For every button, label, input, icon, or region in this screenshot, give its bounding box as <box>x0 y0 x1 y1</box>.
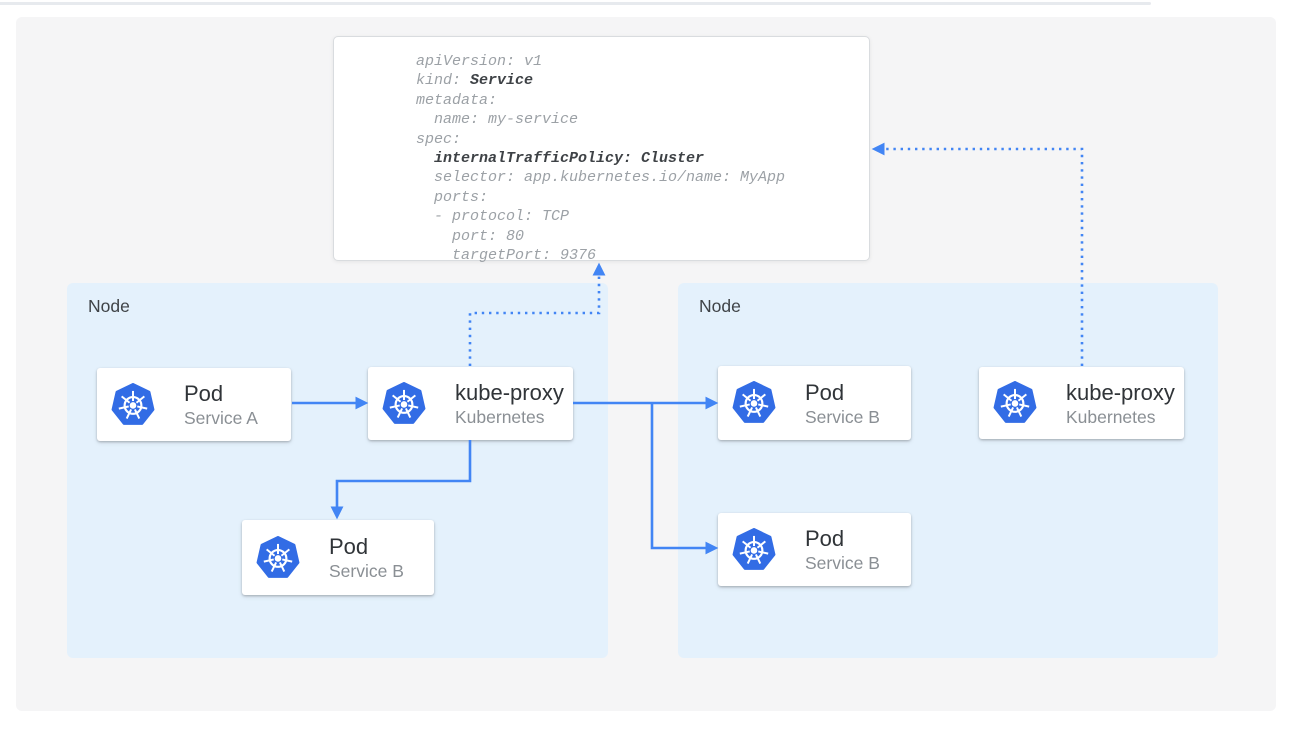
kube-proxy-left-card: kube-proxy Kubernetes <box>368 367 573 440</box>
card-subtitle: Service B <box>329 560 404 582</box>
kubernetes-icon <box>731 528 777 572</box>
kubernetes-icon <box>255 536 301 580</box>
code-line: name: my-service <box>416 110 859 129</box>
node-box-left: Node <box>67 283 608 658</box>
pod-service-a-card: Pod Service A <box>97 368 291 441</box>
kube-proxy-right-card: kube-proxy Kubernetes <box>979 367 1184 439</box>
code-line: apiVersion: v1 <box>416 52 859 71</box>
card-title: Pod <box>805 379 880 406</box>
kubernetes-icon <box>110 383 156 427</box>
yaml-code-block: apiVersion: v1kind: Servicemetadata: nam… <box>416 52 859 265</box>
card-title: Pod <box>184 380 258 407</box>
node-label: Node <box>699 296 741 317</box>
card-title: kube-proxy <box>455 379 564 406</box>
code-line: targetPort: 9376 <box>416 246 859 265</box>
code-line: kind: Service <box>416 71 859 90</box>
code-line: metadata: <box>416 91 859 110</box>
kubernetes-icon <box>381 382 427 426</box>
pod-service-b-right-top-card: Pod Service B <box>718 366 911 440</box>
code-line: spec: <box>416 130 859 149</box>
pod-service-b-left-card: Pod Service B <box>242 520 434 595</box>
node-label: Node <box>88 296 130 317</box>
code-line: internalTrafficPolicy: Cluster <box>416 149 859 168</box>
card-title: kube-proxy <box>1066 379 1175 406</box>
service-yaml-card: apiVersion: v1kind: Servicemetadata: nam… <box>333 36 870 261</box>
card-subtitle: Service B <box>805 406 880 428</box>
card-subtitle: Kubernetes <box>455 406 564 428</box>
code-line: selector: app.kubernetes.io/name: MyApp <box>416 168 859 187</box>
node-box-right: Node <box>678 283 1218 658</box>
kubernetes-icon <box>992 381 1038 425</box>
card-title: Pod <box>329 533 404 560</box>
pod-service-b-right-bottom-card: Pod Service B <box>718 513 911 586</box>
card-title: Pod <box>805 525 880 552</box>
card-subtitle: Kubernetes <box>1066 406 1175 428</box>
card-subtitle: Service B <box>805 552 880 574</box>
code-line: - protocol: TCP <box>416 207 859 226</box>
code-line: ports: <box>416 188 859 207</box>
kubernetes-icon <box>731 381 777 425</box>
code-line: port: 80 <box>416 227 859 246</box>
page-top-divider <box>0 2 1151 5</box>
card-subtitle: Service A <box>184 407 258 429</box>
